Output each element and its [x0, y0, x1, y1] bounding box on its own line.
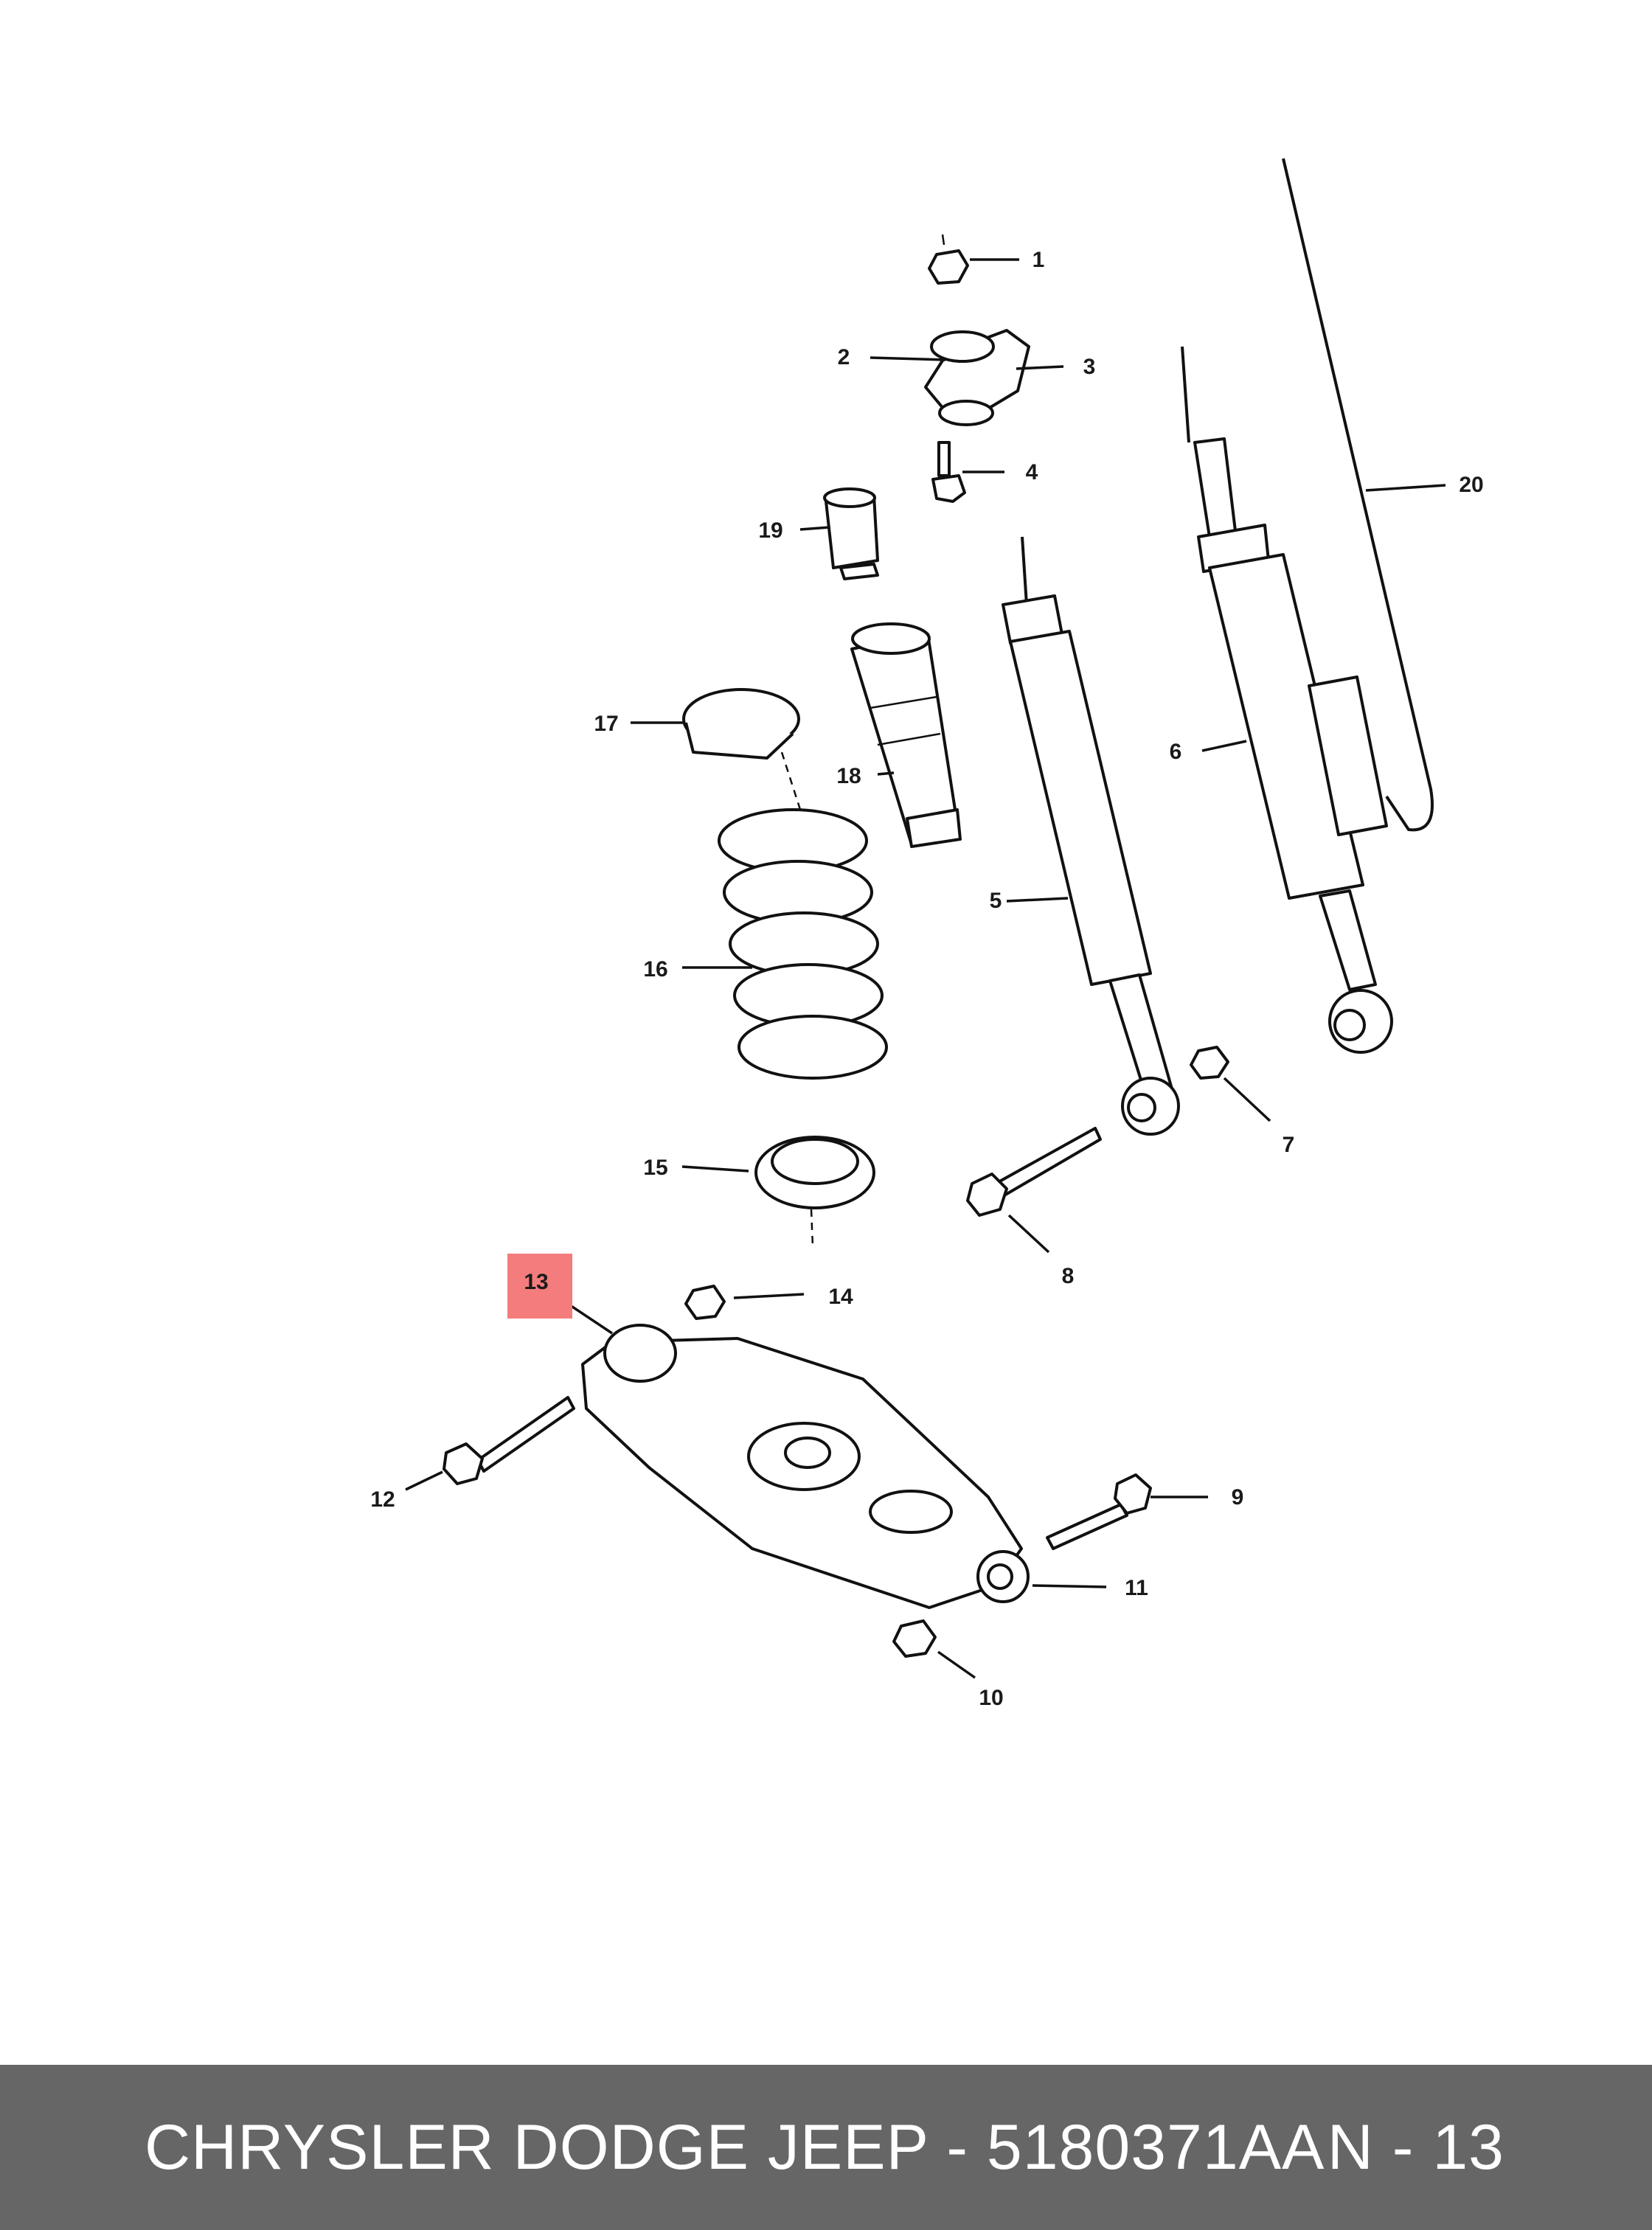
- part-bolt-9: [1046, 1473, 1152, 1550]
- callout-10: 10: [979, 1686, 1003, 1710]
- callout-15: 15: [643, 1156, 667, 1180]
- callout-17: 17: [594, 712, 618, 736]
- part-nut-7: [1190, 1046, 1229, 1080]
- callout-13: 13: [524, 1270, 548, 1294]
- leader-lines: [405, 258, 1446, 1679]
- part-wire-harness-20: [1282, 158, 1434, 832]
- callout-5: 5: [990, 889, 1002, 913]
- callout-2: 2: [838, 345, 850, 369]
- footer-bar: CHRYSLER DODGE JEEP - 5180371AA N - 13: [0, 2065, 1652, 2230]
- part-lower-control-arm-13: [581, 1324, 1030, 1609]
- callout-18: 18: [836, 764, 861, 788]
- part-shock-absorber-5: [1002, 536, 1180, 1136]
- part-spring-seat-15: [754, 1136, 875, 1247]
- part-nut-14: [684, 1285, 726, 1320]
- part-coil-spring-16: [718, 808, 888, 1080]
- callout-20: 20: [1459, 473, 1483, 497]
- page-reference: N - 13: [1327, 2111, 1504, 2183]
- callout-1: 1: [1032, 248, 1045, 272]
- part-shock-absorber-6: [1181, 346, 1393, 1054]
- part-nut-1: [928, 234, 969, 285]
- callout-4: 4: [1026, 460, 1038, 484]
- part-dust-boot-18: [850, 622, 962, 848]
- callout-6: 6: [1170, 740, 1182, 764]
- callout-14: 14: [828, 1285, 853, 1309]
- callout-9: 9: [1232, 1485, 1244, 1510]
- highlight-box: [507, 1254, 572, 1319]
- callout-16: 16: [643, 957, 667, 982]
- part-spring-isolator-17: [682, 688, 816, 856]
- callout-12: 12: [370, 1487, 395, 1512]
- part-bolt-4: [931, 441, 966, 503]
- brand-part-number: CHRYSLER DODGE JEEP - 5180371AA: [145, 2111, 1325, 2183]
- callout-8: 8: [1062, 1264, 1075, 1288]
- callout-19: 19: [758, 518, 782, 543]
- callout-7: 7: [1283, 1133, 1295, 1157]
- part-bolt-8: [966, 1127, 1102, 1217]
- part-upper-mount-2-3: [924, 329, 1030, 426]
- callout-labels: 1 2 3 4 19 20 17 18 6 5 16 7 15 8 13 14 …: [370, 248, 1483, 1710]
- exploded-parts-diagram: 1 2 3 4 19 20 17 18 6 5 16 7 15 8 13 14 …: [370, 158, 1484, 1710]
- part-nut-10: [892, 1619, 937, 1658]
- part-bolt-12: [442, 1396, 575, 1485]
- callout-3: 3: [1083, 355, 1096, 379]
- part-bump-stop-19: [823, 487, 879, 580]
- callout-11: 11: [1125, 1576, 1148, 1600]
